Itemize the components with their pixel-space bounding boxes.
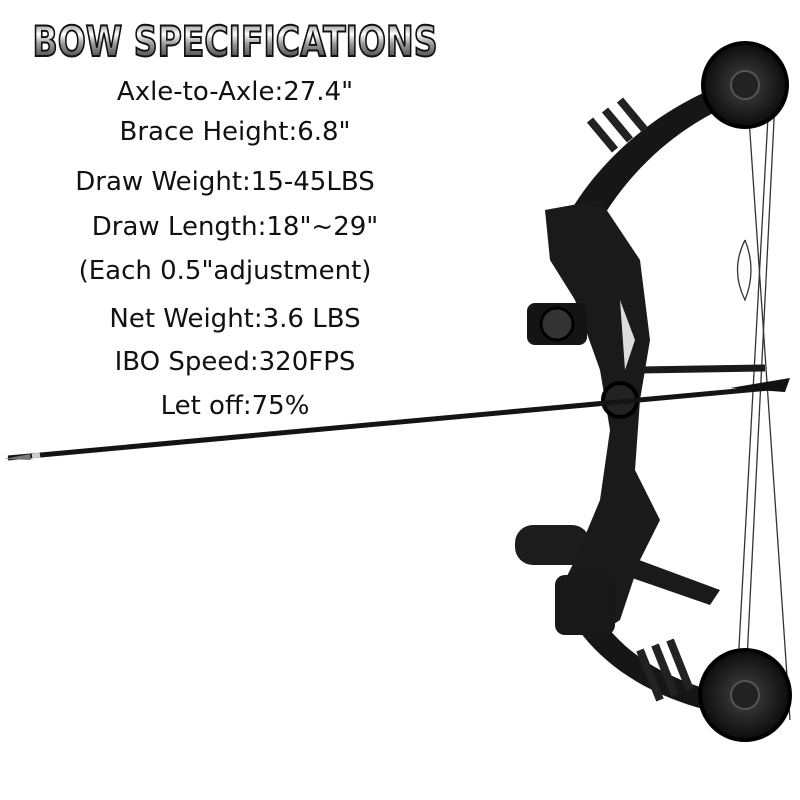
riser xyxy=(545,200,660,640)
spec-draw-length: Draw Length:18"~29" xyxy=(91,212,379,242)
spec-brace-height: Brace Height:6.8" xyxy=(119,117,351,147)
spec-adjustment-note: (Each 0.5"adjustment) xyxy=(78,256,372,286)
spec-axle-to-axle: Axle-to-Axle:27.4" xyxy=(116,77,354,107)
quiver-bracket xyxy=(555,575,615,635)
spec-draw-weight: Draw Weight:15-45LBS xyxy=(75,167,375,197)
sight-ring xyxy=(539,306,575,342)
quiver xyxy=(580,540,720,605)
bottom-cam-hub xyxy=(730,680,760,710)
spec-net-weight: Net Weight:3.6 LBS xyxy=(109,304,361,334)
top-cam-hub xyxy=(730,70,760,100)
lower-dampener xyxy=(636,638,694,702)
title-banner: BOW SPECIFICATIONS xyxy=(32,16,439,64)
riser-cutout xyxy=(620,300,635,370)
arrow-tip xyxy=(4,454,31,460)
page-title: BOW SPECIFICATIONS xyxy=(33,17,438,64)
upper-limb xyxy=(560,70,775,240)
spec-let-off: Let off:75% xyxy=(160,391,310,421)
arrow-fletching xyxy=(730,378,790,392)
stabilizer xyxy=(515,525,590,565)
spec-ibo-speed: IBO Speed:320FPS xyxy=(114,347,356,377)
upper-dampener xyxy=(586,97,649,153)
cable-guard xyxy=(639,364,766,374)
arrow-shaft xyxy=(7,385,771,461)
arrow-tip-collar xyxy=(31,452,41,459)
